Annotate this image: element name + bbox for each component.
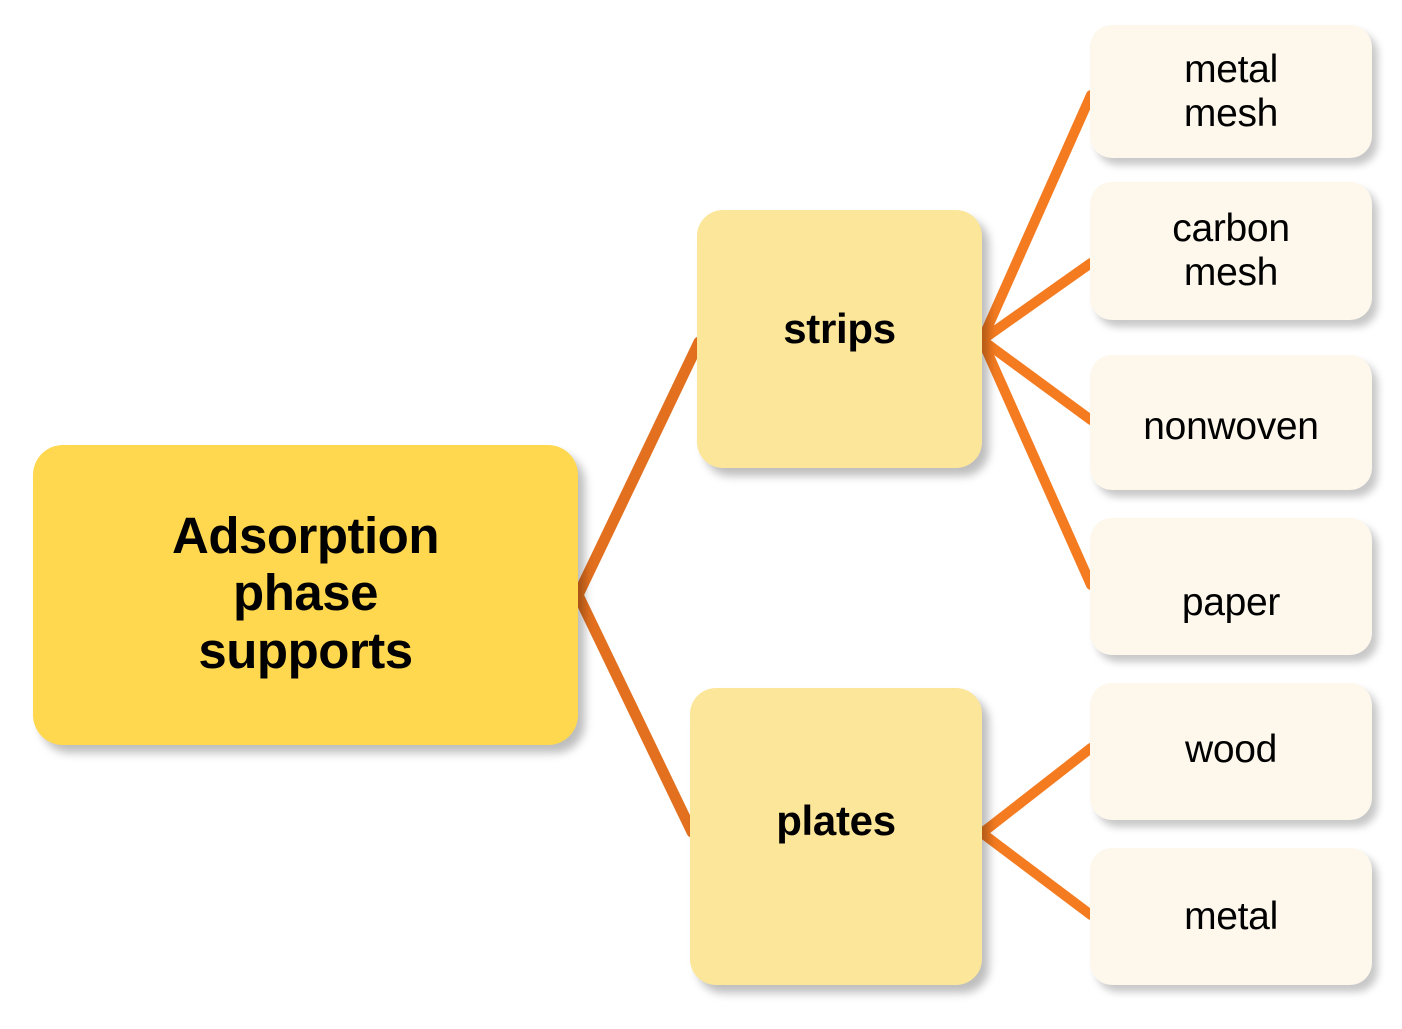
node-plates[interactable]: plates	[690, 688, 982, 985]
node-paper[interactable]: paper	[1090, 518, 1372, 655]
node-metal[interactable]: metal	[1090, 848, 1372, 985]
node-metal-label: metal	[1184, 894, 1278, 938]
edge-strips-to-metal-mesh	[977, 90, 1096, 345]
edge-root-to-strips	[572, 336, 705, 601]
plates-connectors	[977, 743, 1096, 920]
node-plates-label: plates	[776, 796, 896, 844]
edge-strips-to-nonwoven	[977, 335, 1096, 425]
edge-strips-to-carbon-mesh	[977, 258, 1096, 345]
edge-strips-to-paper	[977, 335, 1096, 590]
node-wood[interactable]: wood	[1090, 683, 1372, 820]
strips-connectors	[977, 90, 1096, 590]
node-strips[interactable]: strips	[697, 210, 982, 468]
node-strips-label: strips	[783, 305, 896, 353]
edge-root-to-plates	[572, 589, 698, 838]
node-nonwoven[interactable]: nonwoven	[1090, 355, 1372, 490]
node-paper-label: paper	[1181, 580, 1281, 624]
root-connectors	[572, 336, 705, 838]
node-wood-label: wood	[1184, 727, 1278, 771]
edge-plates-to-wood	[977, 743, 1096, 838]
node-nonwoven-label: nonwoven	[1143, 404, 1319, 448]
edge-plates-to-metal	[977, 828, 1096, 920]
